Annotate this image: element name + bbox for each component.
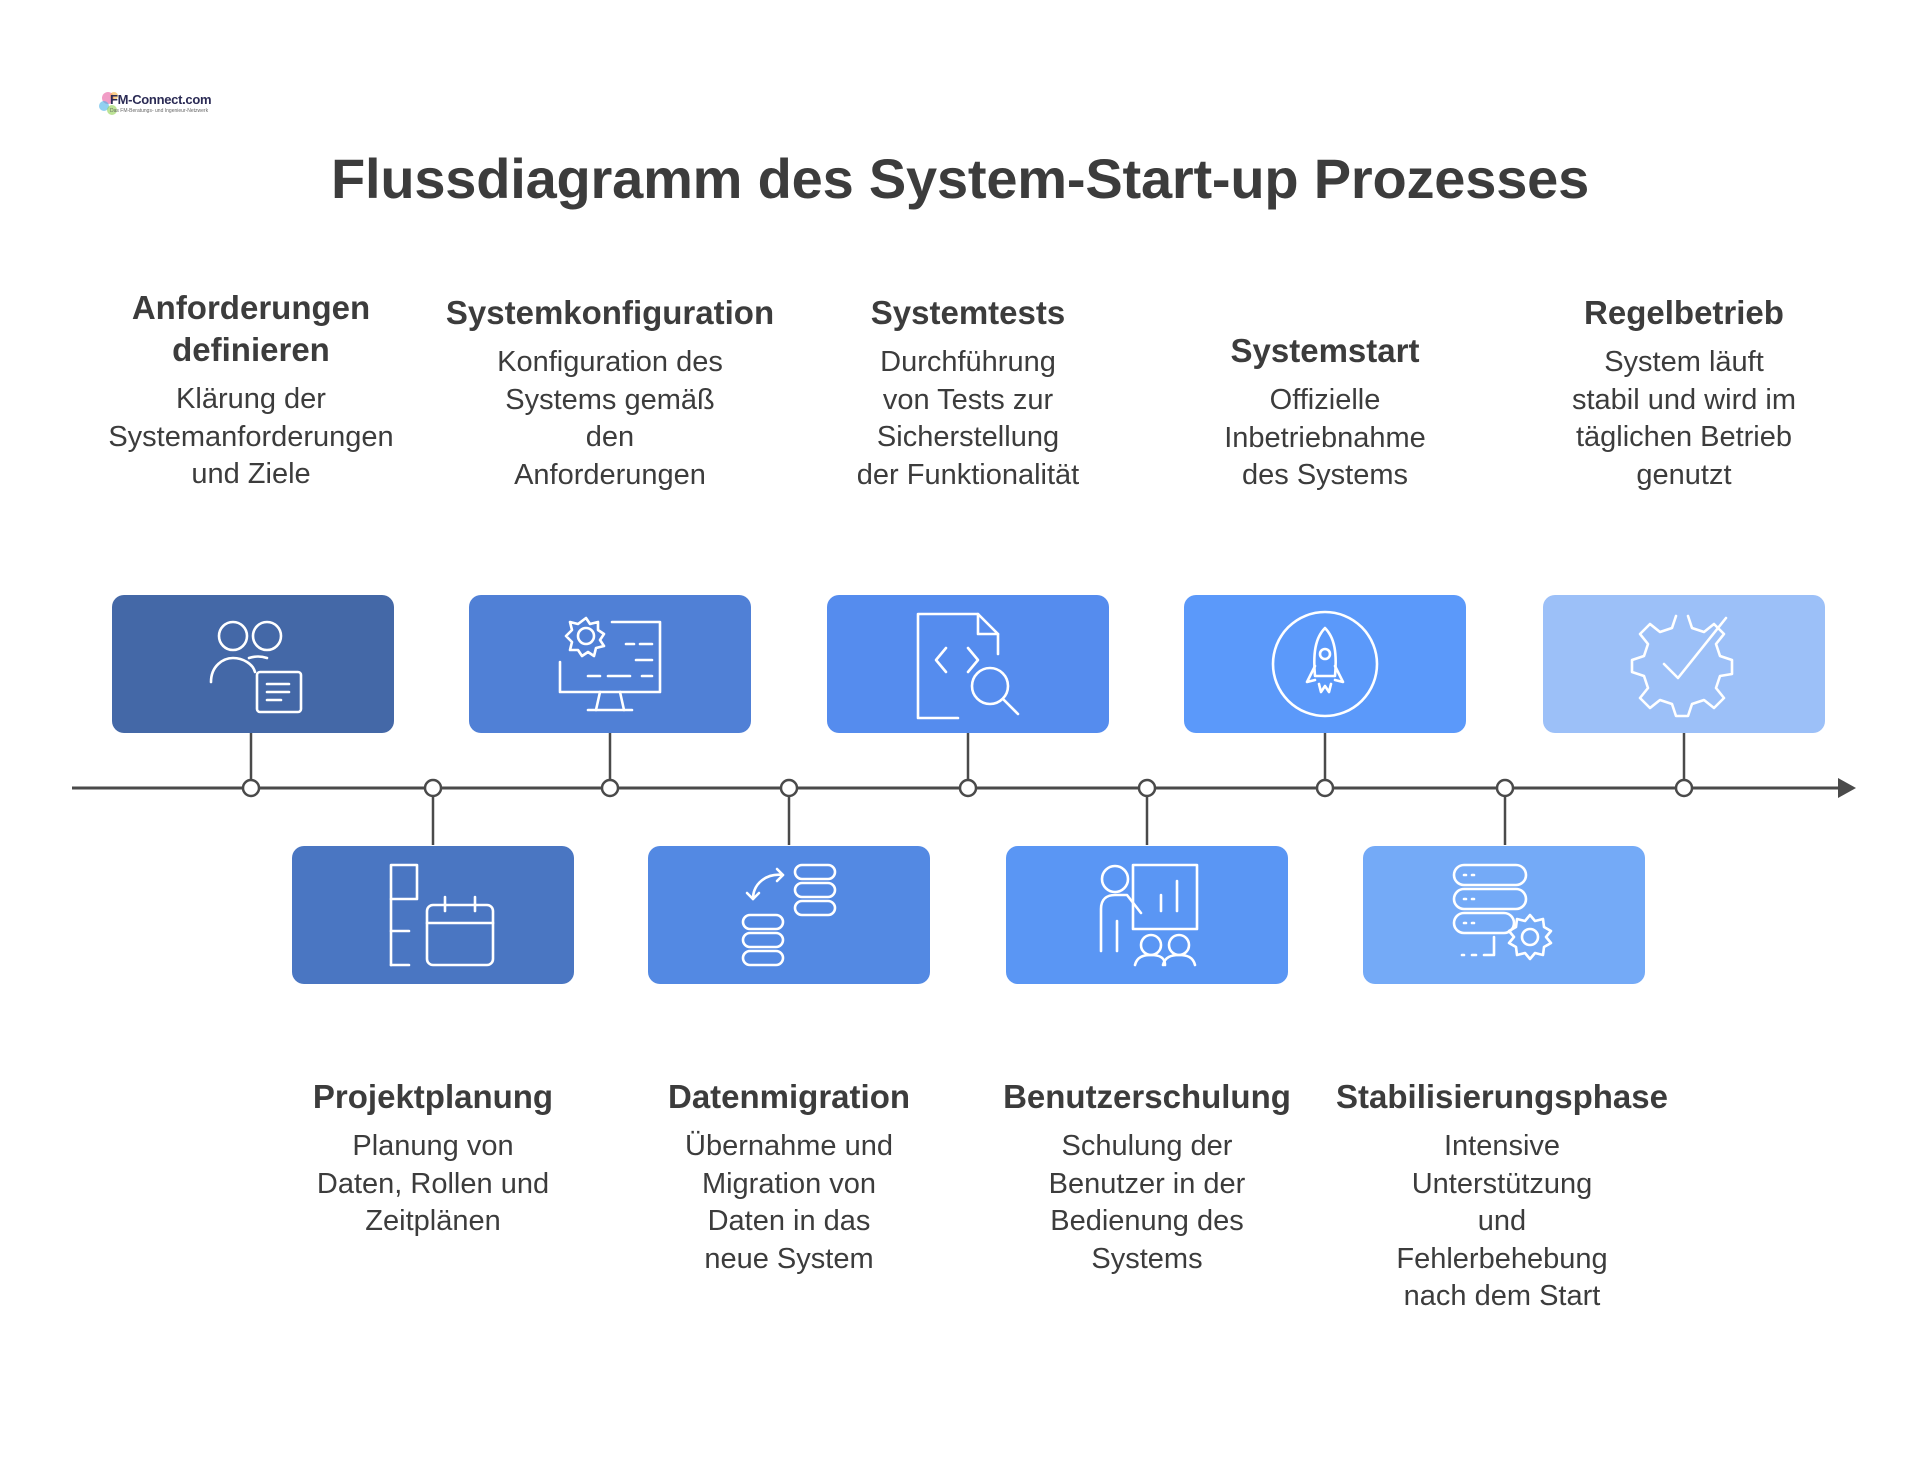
step-8-title: Stabilisierungsphase [1336, 1078, 1668, 1115]
step-7-text: Systemstart Offizielle Inbetriebnahme de… [1155, 330, 1495, 495]
users-document-icon [209, 620, 303, 714]
step-4-title: Datenmigration [667, 1078, 911, 1115]
step-2-description: Planung von Daten, Rollen und Zeitplänen [316, 1130, 550, 1237]
step-1-text: Anforderungen definieren Klärung der Sys… [81, 287, 421, 494]
step-6-title: Benutzerschulung [1003, 1078, 1291, 1115]
step-5-title: Systemtests [870, 294, 1066, 331]
server-gear-icon [1452, 863, 1553, 961]
step-9-text: Regelbetrieb System läuft stabil und wir… [1514, 292, 1854, 494]
step-9-title: Regelbetrieb [1584, 294, 1784, 331]
step-5-box [827, 595, 1109, 733]
node-step-6 [1137, 778, 1157, 798]
step-2-text: Projektplanung Planung von Daten, Rollen… [263, 1076, 603, 1241]
step-8-box [1363, 846, 1645, 984]
logo-tagline: Das FM-Beratungs- und Ingenieur-Netzwerk [110, 108, 209, 114]
step-4-description: Übernahme und Migration von Daten in das… [685, 1130, 893, 1275]
step-8-description: Intensive Unterstützung und Fehlerbehebu… [1396, 1130, 1608, 1312]
step-7-description: Offizielle Inbetriebnahme des Systems [1224, 384, 1426, 491]
step-9-description: System läuft stabil und wird im tägliche… [1571, 346, 1797, 491]
step-4-box [648, 846, 930, 984]
step-6-description: Schulung der Benutzer in der Bedienung d… [1048, 1130, 1246, 1275]
node-step-1 [241, 778, 261, 798]
step-4-text: Datenmigration Übernahme und Migration v… [619, 1076, 959, 1278]
step-7-title: Systemstart [1230, 332, 1420, 369]
logo-splash-icon [99, 92, 118, 115]
step-3-box [469, 595, 751, 733]
node-step-9 [1674, 778, 1694, 798]
gear-check-icon [1630, 614, 1734, 718]
step-5-text: Systemtests Durchführung von Tests zur S… [798, 292, 1138, 494]
node-step-8 [1495, 778, 1515, 798]
node-step-2 [423, 778, 443, 798]
step-1-description: Klärung der Systemanforderungen und Ziel… [108, 383, 394, 490]
logo-brand: FM-Connect.com [110, 92, 212, 107]
step-1-box [112, 595, 394, 733]
company-logo: FM-Connect.com Das FM-Beratungs- und Ing… [98, 86, 212, 122]
page-title: Flussdiagramm des System-Start-up Prozes… [330, 147, 1590, 210]
node-step-4 [779, 778, 799, 798]
node-step-7 [1315, 778, 1335, 798]
step-2-title: Projektplanung [312, 1078, 554, 1115]
code-search-icon [916, 612, 1020, 720]
step-3-text: Systemkonfiguration Konfiguration des Sy… [440, 292, 780, 494]
step-5-description: Durchführung von Tests zur Sicherstellun… [856, 346, 1080, 491]
timeline-nodes [241, 778, 1694, 798]
gear-monitor-icon [558, 616, 662, 712]
step-6-text: Benutzerschulung Schulung der Benutzer i… [977, 1076, 1317, 1278]
step-9-box [1543, 595, 1825, 733]
node-step-3 [600, 778, 620, 798]
step-6-box [1006, 846, 1288, 984]
timeline-arrowhead-icon [1838, 778, 1856, 798]
step-2-box [292, 846, 574, 984]
gantt-calendar-icon [389, 863, 495, 967]
rocket-icon [1271, 610, 1379, 718]
step-3-description: Konfiguration des Systems gemäß den Anfo… [497, 346, 723, 491]
database-transfer-icon [741, 863, 837, 967]
presentation-training-icon [1099, 863, 1199, 967]
node-step-5 [958, 778, 978, 798]
step-8-text: Stabilisierungsphase Intensive Unterstüt… [1327, 1076, 1677, 1316]
step-7-box [1184, 595, 1466, 733]
step-3-title: Systemkonfiguration [445, 294, 775, 331]
step-1-title: Anforderungen definieren [131, 289, 371, 368]
